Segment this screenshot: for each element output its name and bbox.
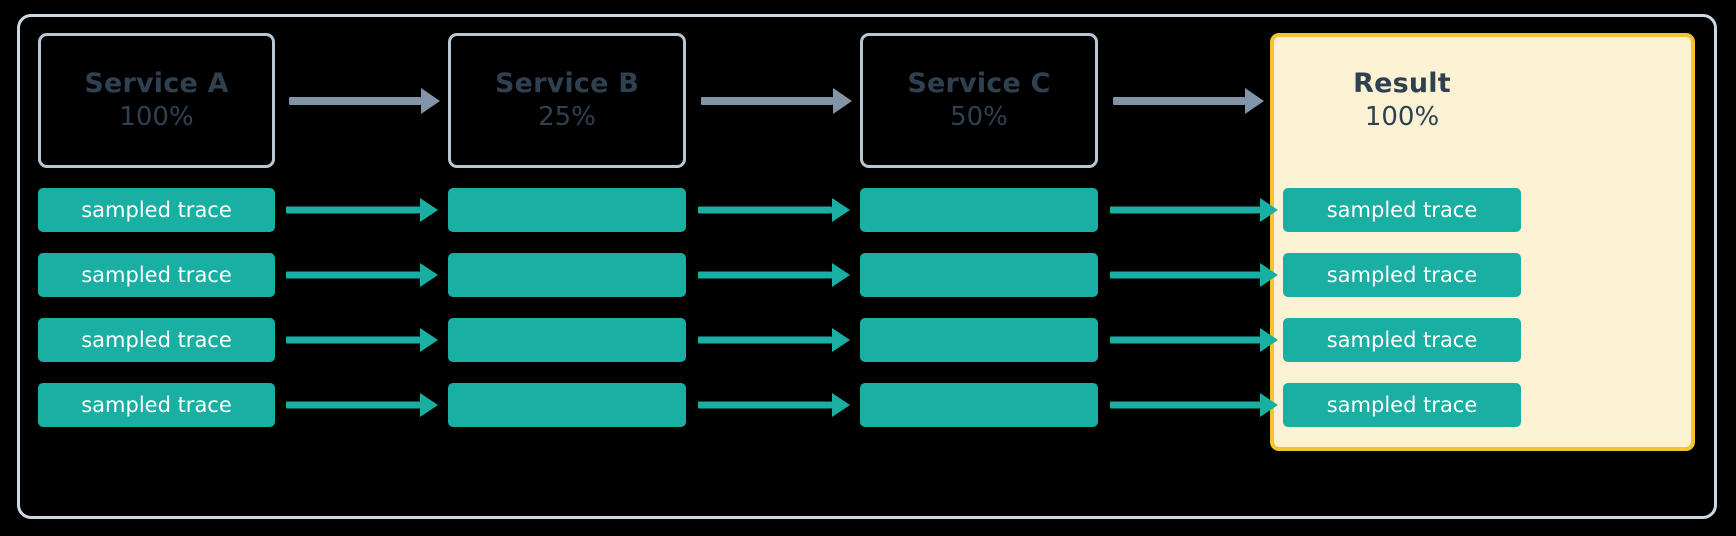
arrow-head-icon xyxy=(1260,198,1278,222)
trace-chip-label: sampled trace xyxy=(1326,327,1478,352)
service-percent-label: 100% xyxy=(119,102,194,133)
arrow-shaft xyxy=(698,401,832,409)
trace-chip-result-1: sampled trace xyxy=(1283,188,1521,232)
arrow-head-icon xyxy=(1245,87,1264,114)
service-name-label: Service C xyxy=(907,68,1051,100)
trace-chip-label: sampled trace xyxy=(1326,197,1478,222)
arrow-head-icon xyxy=(420,263,438,287)
trace-chip-label: sampled trace xyxy=(81,327,232,352)
trace-chip-service-a-3: sampled trace xyxy=(38,318,275,362)
trace-chip-service-a-1: sampled trace xyxy=(38,188,275,232)
trace-chip-result-2: sampled trace xyxy=(1283,253,1521,297)
arrow-head-icon xyxy=(1260,263,1278,287)
trace-chip-service-c-1 xyxy=(860,188,1098,232)
trace-chip-label: sampled trace xyxy=(1326,392,1478,417)
trace-chip-result-4: sampled trace xyxy=(1283,383,1521,427)
result-highlight-panel xyxy=(1270,33,1695,451)
arrow-head-icon xyxy=(420,198,438,222)
arrow-shaft xyxy=(698,206,832,214)
trace-chip-label: sampled trace xyxy=(81,197,232,222)
arrow-head-icon xyxy=(832,328,850,352)
service-percent-label: 100% xyxy=(1364,102,1440,133)
trace-chip-result-3: sampled trace xyxy=(1283,318,1521,362)
arrow-head-icon xyxy=(420,393,438,417)
arrow-head-icon xyxy=(1260,393,1278,417)
arrow-shaft xyxy=(1110,401,1260,409)
arrow-shaft xyxy=(1110,206,1260,214)
arrow-shaft xyxy=(289,96,421,105)
trace-chip-service-b-1 xyxy=(448,188,686,232)
trace-chip-label: sampled trace xyxy=(81,392,232,417)
trace-chip-service-b-4 xyxy=(448,383,686,427)
trace-chip-label: sampled trace xyxy=(1326,262,1478,287)
trace-chip-service-a-2: sampled trace xyxy=(38,253,275,297)
arrow-shaft xyxy=(1110,271,1260,279)
arrow-shaft xyxy=(286,401,420,409)
arrow-shaft xyxy=(286,271,420,279)
trace-chip-label: sampled trace xyxy=(81,262,232,287)
trace-chip-service-b-3 xyxy=(448,318,686,362)
arrow-shaft xyxy=(1110,336,1260,344)
arrow-head-icon xyxy=(832,263,850,287)
arrow-head-icon xyxy=(832,198,850,222)
trace-chip-service-c-3 xyxy=(860,318,1098,362)
service-name-label: Service B xyxy=(494,68,640,100)
arrow-head-icon xyxy=(1260,328,1278,352)
arrow-shaft xyxy=(286,336,420,344)
arrow-head-icon xyxy=(832,393,850,417)
arrow-head-icon xyxy=(420,328,438,352)
arrow-shaft xyxy=(701,96,833,105)
trace-chip-service-b-2 xyxy=(448,253,686,297)
trace-chip-service-a-4: sampled trace xyxy=(38,383,275,427)
arrow-head-icon xyxy=(833,87,852,114)
service-percent-label: 25% xyxy=(538,102,596,133)
arrow-head-icon xyxy=(421,87,440,114)
service-name-label: Result xyxy=(1353,68,1451,100)
service-percent-label: 50% xyxy=(950,102,1008,133)
arrow-shaft xyxy=(1113,96,1245,105)
arrow-shaft xyxy=(698,336,832,344)
arrow-shaft xyxy=(286,206,420,214)
arrow-shaft xyxy=(698,271,832,279)
trace-chip-service-c-4 xyxy=(860,383,1098,427)
service-name-label: Service A xyxy=(84,68,229,100)
trace-chip-service-c-2 xyxy=(860,253,1098,297)
